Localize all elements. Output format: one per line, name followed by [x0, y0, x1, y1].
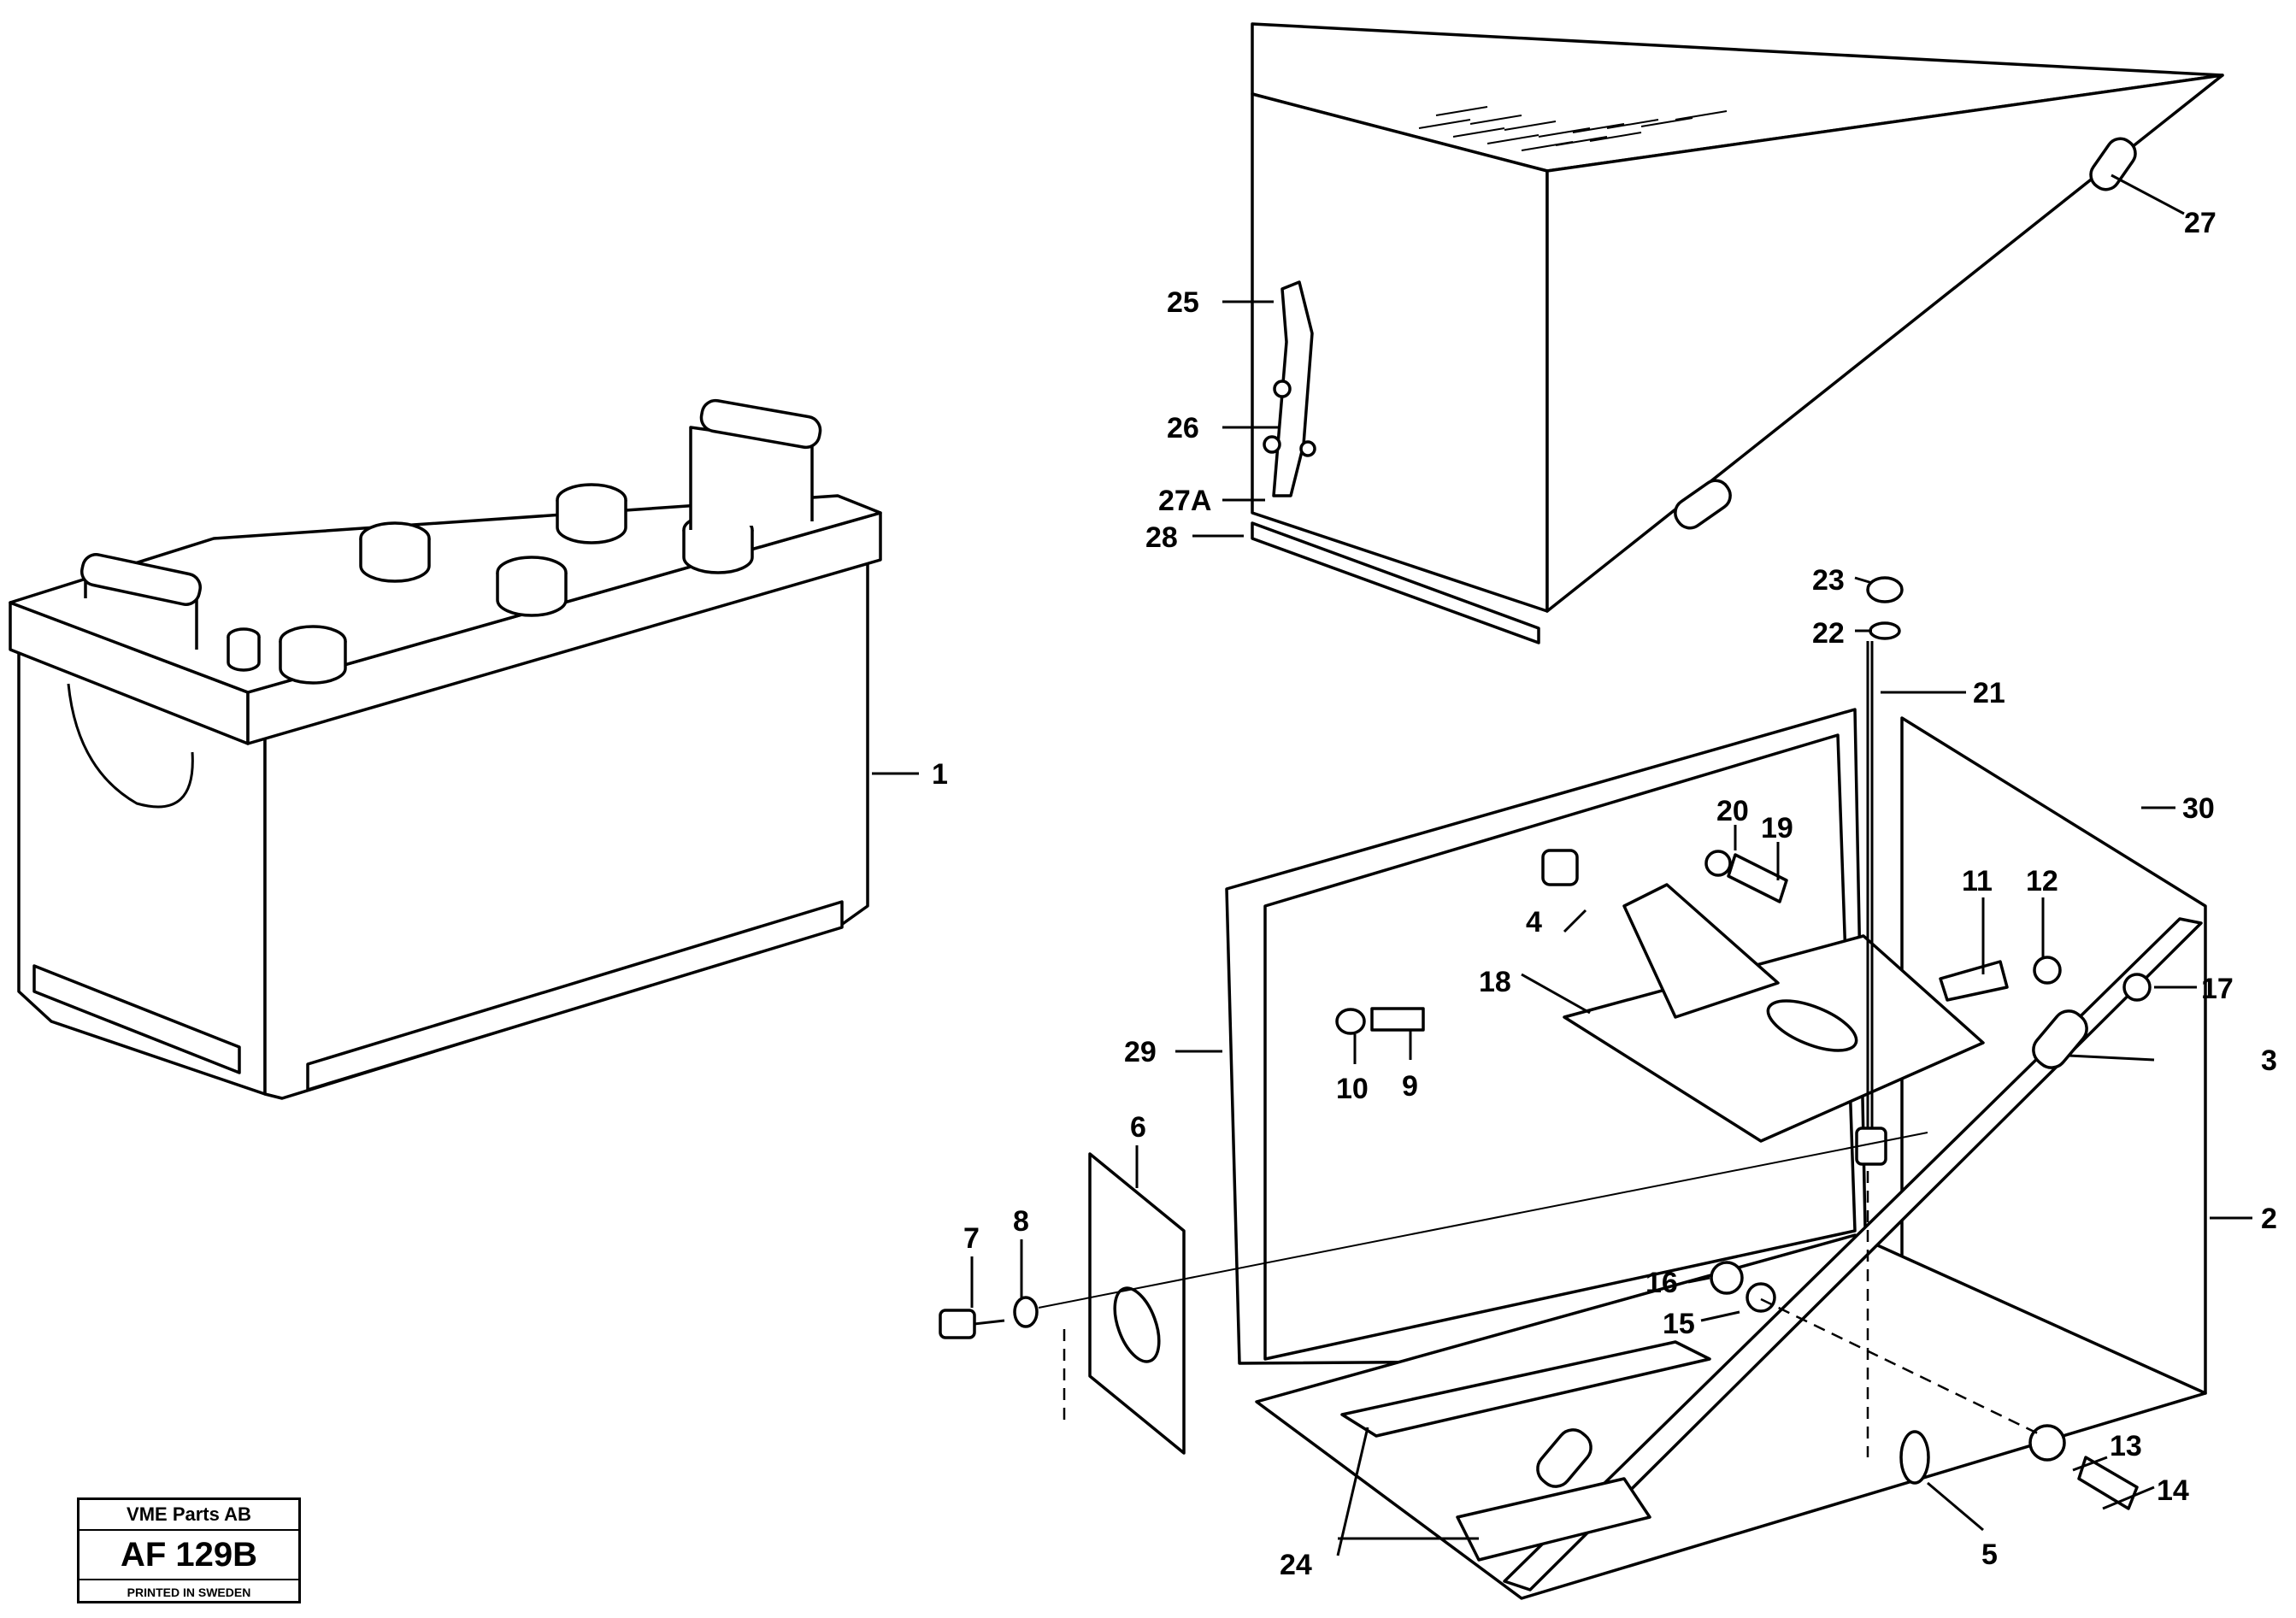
callout-5: 5 — [1981, 1539, 1998, 1571]
callout-labels: 1 2 3 4 5 6 7 8 9 10 11 12 13 14 15 16 1… — [932, 207, 2277, 1581]
callout-21: 21 — [1973, 677, 2005, 709]
callout-6: 6 — [1130, 1111, 1146, 1144]
callout-9: 9 — [1402, 1070, 1418, 1103]
callout-8: 8 — [1013, 1205, 1029, 1238]
callout-2: 2 — [2261, 1203, 2277, 1235]
callout-4: 4 — [1526, 906, 1542, 938]
callout-18: 18 — [1479, 966, 1511, 998]
callout-19: 19 — [1761, 812, 1793, 844]
callout-15: 15 — [1663, 1308, 1695, 1340]
stamp-code: AF 129B — [79, 1531, 298, 1580]
callout-30: 30 — [2182, 792, 2215, 825]
callout-16: 16 — [1645, 1267, 1678, 1299]
callout-28: 28 — [1145, 521, 1178, 554]
battery-box-drawing — [939, 576, 2252, 1600]
callout-14: 14 — [2157, 1474, 2189, 1507]
callout-26: 26 — [1167, 412, 1199, 444]
battery-box-lid-drawing — [1192, 22, 2224, 644]
battery-handles — [67, 398, 822, 809]
stamp-printed: PRINTED IN SWEDEN — [127, 1586, 251, 1599]
callout-20: 20 — [1716, 795, 1749, 827]
callout-1: 1 — [932, 758, 948, 791]
callout-25: 25 — [1167, 286, 1199, 319]
drawing-stamp: VME Parts AB AF 129B PRINTED IN SWEDEN — [77, 1497, 301, 1603]
callout-27A: 27A — [1158, 485, 1211, 517]
callout-13: 13 — [2110, 1430, 2142, 1462]
callout-29: 29 — [1124, 1036, 1157, 1068]
stamp-company: VME Parts AB — [79, 1500, 298, 1531]
callout-11: 11 — [1962, 865, 1993, 897]
callout-23: 23 — [1812, 564, 1845, 597]
callout-10: 10 — [1336, 1073, 1369, 1105]
callout-27: 27 — [2184, 207, 2217, 239]
callout-24: 24 — [1280, 1549, 1312, 1581]
callout-7: 7 — [963, 1222, 980, 1255]
battery-drawing — [9, 398, 919, 1100]
callout-22: 22 — [1812, 617, 1845, 650]
callout-3: 3 — [2261, 1044, 2277, 1077]
callout-12: 12 — [2026, 865, 2058, 897]
callout-17: 17 — [2201, 973, 2234, 1005]
